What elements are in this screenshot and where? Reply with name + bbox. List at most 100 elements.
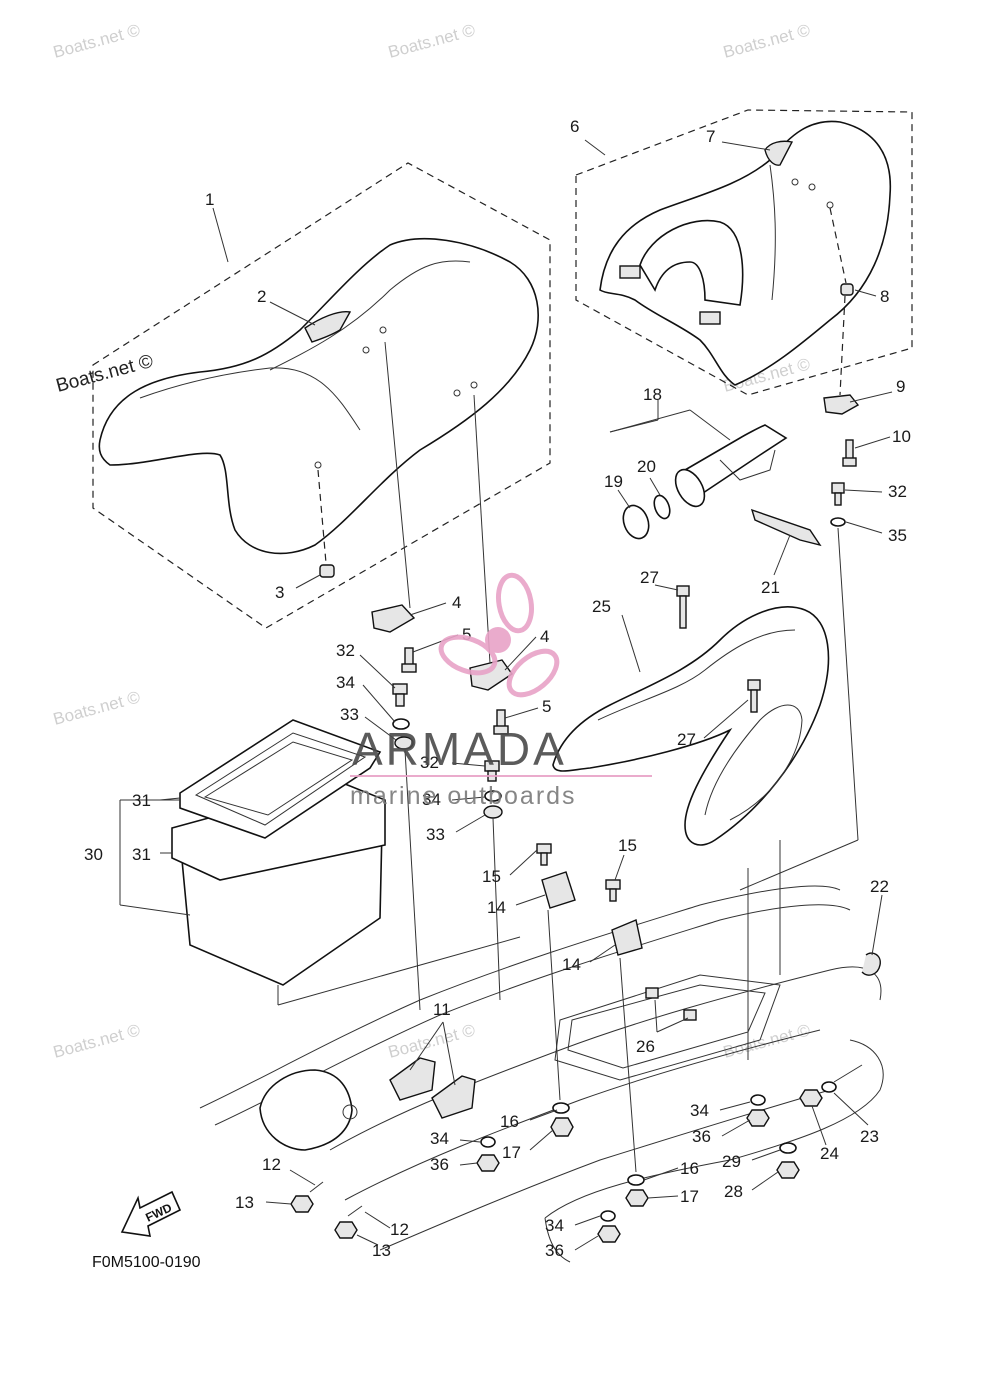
leader: [364, 1211, 391, 1229]
cover-body: [552, 606, 830, 846]
stopper-14-a: [541, 871, 576, 909]
hole: [808, 183, 816, 191]
leader: [269, 301, 316, 326]
leader: [649, 477, 661, 496]
leader: [721, 141, 771, 151]
seal-20: [653, 494, 671, 520]
leader: [409, 602, 447, 616]
bolt-27-a-shank: [679, 595, 687, 629]
guide-line: [619, 957, 637, 1173]
cover-contour: [597, 629, 796, 721]
hull-line: [199, 885, 841, 1109]
leader: [751, 1171, 779, 1191]
fwd-arrow: FWD: [120, 1190, 182, 1237]
bolt-15-b-shank: [609, 888, 617, 902]
leader: [289, 1169, 316, 1186]
hose-body: [683, 424, 788, 497]
callout-21: 21: [761, 578, 780, 597]
callout-31: 31: [132, 791, 151, 810]
callout-26: 26: [636, 1037, 655, 1056]
leader: [621, 614, 641, 673]
seat-6-tab: [699, 311, 721, 325]
leader: [584, 139, 606, 156]
callout-1: 1: [205, 190, 214, 209]
guide-line: [277, 936, 521, 1006]
callout-32: 32: [336, 641, 355, 660]
nut-13-a: [290, 1195, 314, 1213]
guide-line: [547, 909, 561, 1101]
callout-3: 3: [275, 583, 284, 602]
watermark: Boats.net ©: [51, 20, 142, 62]
cover-window: [704, 704, 803, 821]
stud-12-b: [347, 1205, 363, 1217]
emblem-7: [764, 140, 794, 166]
callout-32: 32: [420, 753, 439, 772]
callout-14: 14: [562, 955, 581, 974]
nut-36-a: [476, 1154, 500, 1172]
armada-logo: ARMADA marine outboards: [350, 572, 652, 810]
bolt-27-a-head: [676, 585, 690, 597]
storage-box-30: [119, 719, 521, 1006]
leader: [719, 1101, 751, 1111]
hole: [379, 326, 387, 334]
leader: [362, 684, 396, 723]
washer-16-a: [552, 1102, 570, 1114]
washer-34-c: [480, 1136, 496, 1148]
clip-22: [861, 952, 881, 976]
callout-5: 5: [542, 697, 551, 716]
watermark: Boats.net ©: [721, 20, 812, 62]
cover-25: [552, 585, 830, 846]
nut-17-b: [625, 1189, 649, 1207]
leader-lines: [159, 139, 893, 1251]
fastener-3: [317, 469, 335, 578]
callout-32: 32: [888, 482, 907, 501]
bolt-26-a: [645, 987, 659, 999]
bolt-15-a-head: [536, 843, 552, 854]
washer-33-a: [394, 736, 414, 750]
bolt-15-b-head: [605, 879, 621, 890]
hook-9: [823, 394, 860, 415]
leader: [504, 707, 539, 719]
callout-4: 4: [452, 593, 461, 612]
hook-group-right: [739, 295, 860, 891]
strap-21: [750, 508, 822, 547]
leader: [617, 489, 631, 509]
leader: [811, 1105, 827, 1146]
bolt-5-b-head: [493, 725, 509, 735]
bolt-32-a: [392, 683, 408, 695]
callout-17: 17: [502, 1143, 521, 1162]
leader: [654, 999, 658, 1033]
logo-tagline: marine outboards: [350, 782, 577, 810]
gasket-31-upper: [179, 719, 382, 839]
washer-34-a: [392, 718, 410, 730]
bolt-27-b-shank: [750, 689, 758, 713]
hole: [314, 461, 322, 469]
leader: [455, 814, 486, 833]
bolt-32-shank: [834, 492, 842, 506]
gasket-inner-2: [203, 741, 354, 816]
damper-3: [319, 564, 335, 578]
diagram-code: F0M5100-0190: [92, 1254, 201, 1271]
guide-line: [473, 394, 491, 664]
leader: [409, 1021, 444, 1071]
callout-22: 22: [870, 877, 889, 896]
watermark: Boats.net ©: [386, 1020, 477, 1062]
washer-16-b: [627, 1174, 645, 1186]
leader: [656, 1017, 689, 1033]
fwd-arrow-icon: [120, 1190, 182, 1237]
callout-4: 4: [540, 627, 549, 646]
bolt-10-head: [842, 457, 857, 467]
leader: [647, 1195, 679, 1199]
leader: [451, 796, 486, 801]
washer-23: [821, 1081, 837, 1093]
callout-23: 23: [860, 1127, 879, 1146]
watermark: Boats.net ©: [51, 1020, 142, 1062]
callout-13: 13: [372, 1241, 391, 1260]
seat-1-body: [98, 237, 539, 555]
seat-6-boundary: [575, 109, 913, 396]
watermark: Boats.net ©: [386, 20, 477, 62]
washer-34-d: [600, 1210, 616, 1222]
hull-line: [329, 966, 882, 1151]
guide-line: [829, 207, 847, 284]
hull-line: [344, 1029, 821, 1201]
